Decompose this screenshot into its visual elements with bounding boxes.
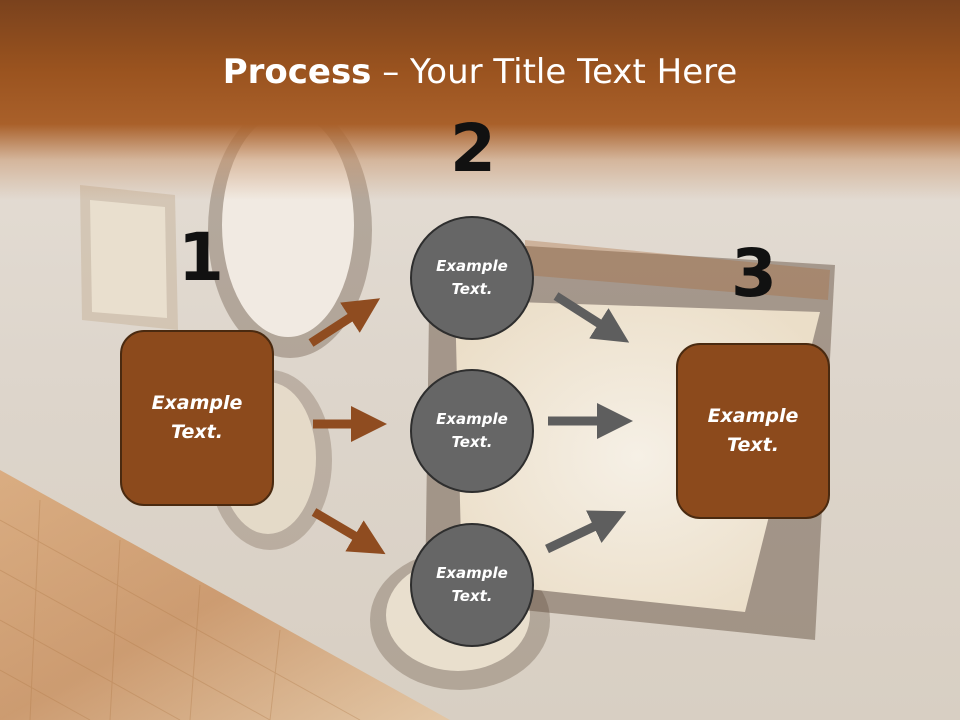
step-number-2: 2 xyxy=(450,110,496,187)
step-number-1: 1 xyxy=(178,219,224,296)
title-band xyxy=(0,0,960,200)
arrow-circle-3-to-right xyxy=(545,510,627,554)
title-bold: Process xyxy=(222,52,372,92)
slide-title: Process – Your Title Text Here xyxy=(0,52,960,92)
arrow-left-to-circle-3 xyxy=(311,508,386,555)
arrow-circle-1-to-right xyxy=(553,292,630,343)
title-rest: – Your Title Text Here xyxy=(371,52,738,92)
arrow-left-to-circle-1 xyxy=(308,298,381,347)
step-number-3: 3 xyxy=(731,235,777,312)
